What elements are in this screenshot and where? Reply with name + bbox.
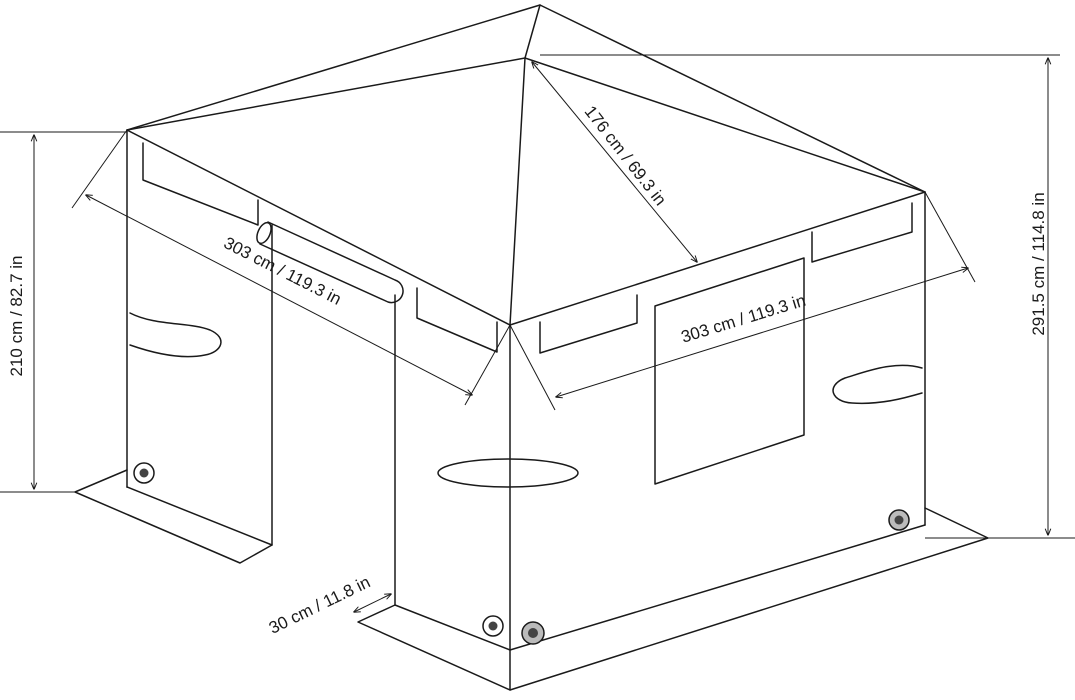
left-skirt <box>74 469 273 564</box>
skirt-label: 30 cm / 11.8 in <box>266 572 373 637</box>
right-vent <box>832 364 923 405</box>
skirts <box>74 469 989 691</box>
vents <box>129 312 923 488</box>
grommets <box>133 462 910 645</box>
roof-edge-label: 176 cm / 69.3 in <box>581 102 670 209</box>
grommet-icon <box>888 509 910 531</box>
grommet-icon <box>482 615 504 637</box>
wall-height-label: 210 cm / 82.7 in <box>7 256 26 377</box>
roof-edge-dimension <box>532 62 697 262</box>
right-skirt <box>509 507 989 691</box>
window-panel <box>654 257 805 485</box>
skirt-dimension <box>354 594 391 612</box>
left-width-label: 303 cm / 119.3 in <box>221 233 345 309</box>
left-wall <box>126 129 511 651</box>
left-width-dimension <box>71 129 511 406</box>
total-height-dimension <box>540 54 1075 539</box>
wall-height-dimension <box>0 131 127 493</box>
right-wall <box>509 191 926 651</box>
roof <box>126 4 926 326</box>
grommet-icon <box>133 462 155 484</box>
right-width-dimension <box>509 191 976 411</box>
grommet-icon <box>521 621 545 645</box>
total-height-label: 291.5 cm / 114.8 in <box>1029 192 1048 335</box>
front-vent <box>437 458 579 488</box>
left-vent <box>129 312 222 358</box>
